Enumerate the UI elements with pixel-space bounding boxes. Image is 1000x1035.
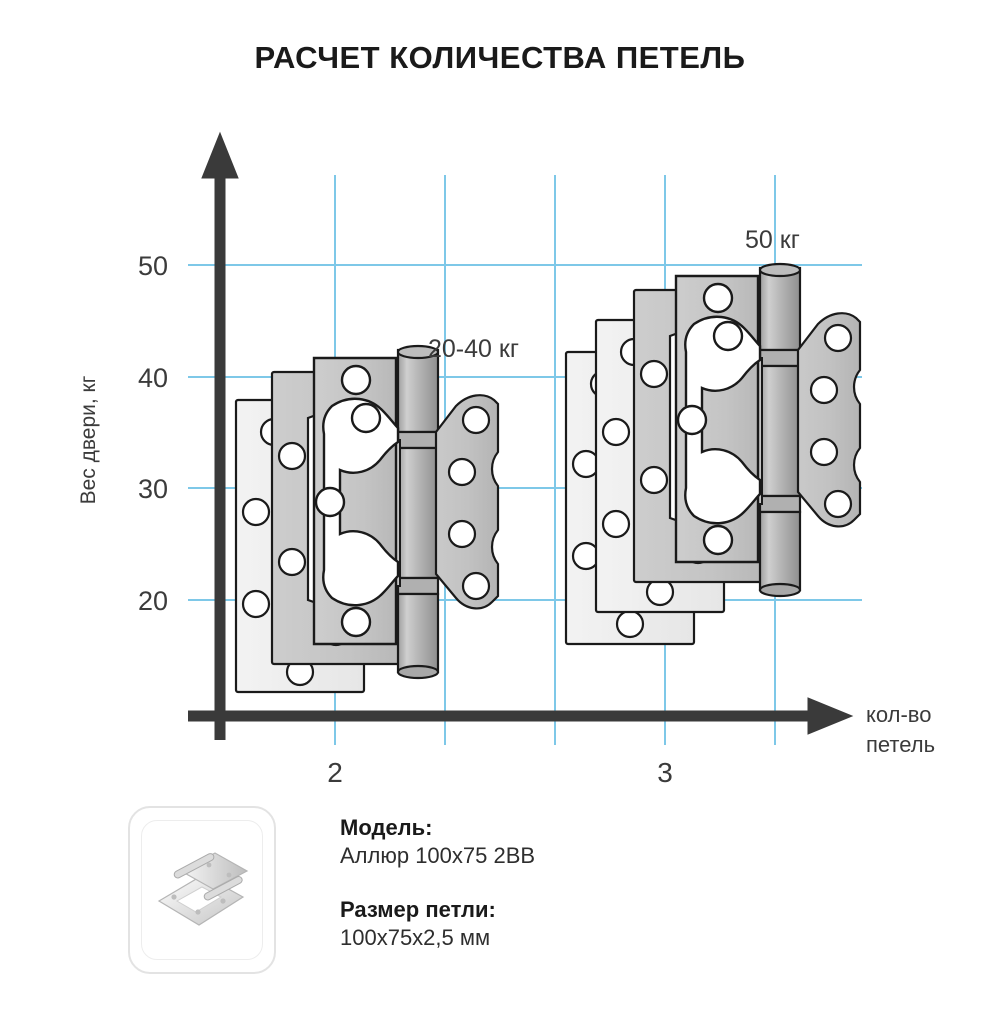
x-axis-label-line1: кол-во [866,702,931,727]
model-label: Модель: [340,815,433,840]
hinge-count-chart: 50 40 30 20 Вес двери, кг 2 3 кол-во пет… [77,131,935,788]
page-title: РАСЧЕТ КОЛИЧЕСТВА ПЕТЕЛЬ [254,40,746,75]
size-value: 100x75x2,5 мм [340,924,491,950]
y-tick-50: 50 [138,251,168,281]
chart-axes [188,131,854,740]
y-axis-label: Вес двери, кг [77,375,100,504]
hinge-group-3 [564,262,862,646]
callout-50kg: 50 кг [745,226,800,254]
hinge-photo-icon [157,852,249,926]
spec-list: Модель: Аллюр 100x75 2BB Размер петли: 1… [340,814,535,952]
y-axis-ticks: 50 40 30 20 [138,251,168,616]
size-label: Размер петли: [340,897,496,923]
x-axis-label: кол-во петель [866,702,935,757]
model-value: Аллюр 100x75 2BB [340,842,536,868]
product-thumbnail-frame [141,820,263,960]
x-tick-3: 3 [657,757,673,788]
y-tick-20: 20 [138,586,168,616]
x-tick-2: 2 [327,757,343,788]
product-thumbnail[interactable] [128,806,276,974]
hinge-group-2 [234,344,500,694]
y-tick-40: 40 [138,363,168,393]
product-info: Модель: Аллюр 100x75 2BB Размер петли: 1… [128,806,988,996]
callout-20-40kg: 20-40 кг [428,335,519,363]
x-axis-ticks: 2 3 [327,757,673,788]
x-axis-label-line2: петель [866,732,935,757]
y-tick-30: 30 [138,474,168,504]
